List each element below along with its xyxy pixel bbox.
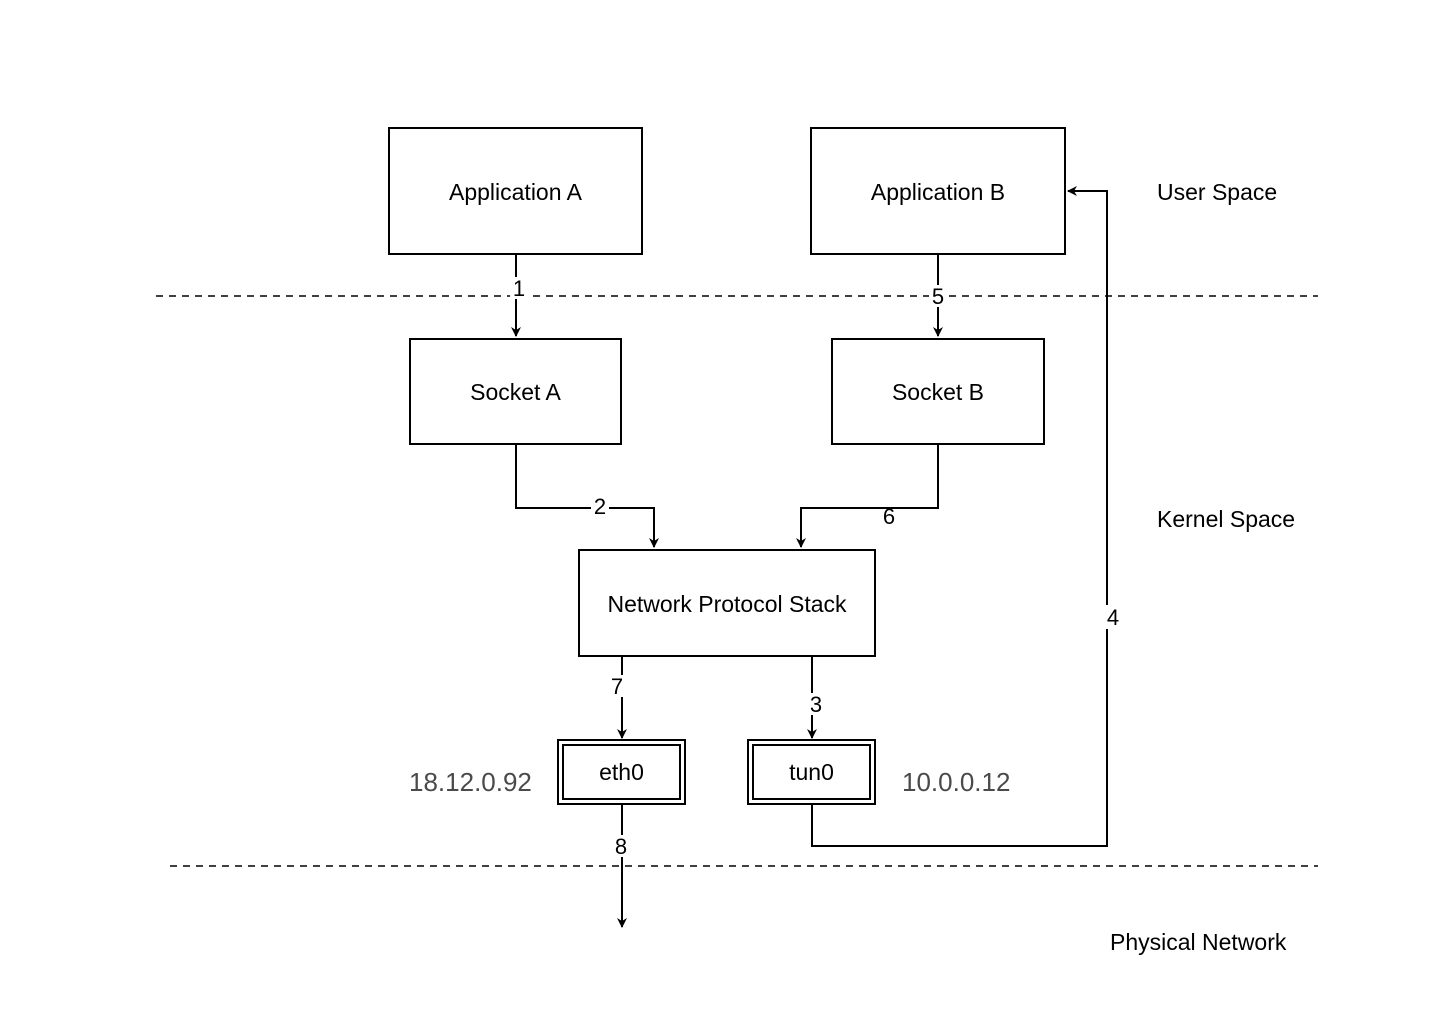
step-1-label: 1: [510, 276, 528, 301]
step-8-label: 8: [612, 834, 630, 859]
svg-text:2: 2: [594, 494, 606, 519]
svg-text:3: 3: [810, 692, 822, 717]
svg-text:6: 6: [883, 504, 895, 529]
socket-a-label: Socket A: [470, 379, 561, 405]
tun0-ip-address: 10.0.0.12: [902, 767, 1010, 797]
physical-network-label: Physical Network: [1110, 929, 1287, 955]
network-protocol-stack-label: Network Protocol Stack: [607, 591, 847, 617]
edge-4-tun0-to-app-b: [811, 186, 1108, 847]
edge-2-socket-a-to-stack: [515, 445, 659, 548]
socket-a-node: Socket A: [409, 338, 622, 445]
socket-b-node: Socket B: [831, 338, 1045, 445]
eth0-interface-node: eth0: [557, 739, 686, 805]
step-6-label: 6: [883, 504, 895, 529]
network-protocol-stack-node: Network Protocol Stack: [578, 549, 876, 657]
step-7-label: 7: [608, 674, 626, 699]
application-a-label: Application A: [449, 179, 583, 205]
socket-b-label: Socket B: [892, 379, 984, 405]
step-2-label: 2: [591, 494, 609, 519]
step-3-label: 3: [807, 692, 825, 717]
kernel-space-label: Kernel Space: [1157, 506, 1295, 532]
svg-text:1: 1: [513, 276, 525, 301]
edge-6-socket-b-to-stack: [796, 445, 939, 548]
svg-text:8: 8: [615, 834, 627, 859]
eth0-label: eth0: [599, 759, 644, 785]
svg-text:4: 4: [1107, 605, 1119, 630]
eth0-ip-address: 18.12.0.92: [409, 767, 532, 797]
application-b-node: Application B: [810, 127, 1066, 255]
application-a-node: Application A: [388, 127, 643, 255]
step-5-label: 5: [929, 284, 947, 309]
tun0-label: tun0: [789, 759, 834, 785]
step-4-label: 4: [1104, 605, 1122, 630]
svg-text:5: 5: [932, 284, 944, 309]
svg-text:7: 7: [611, 674, 623, 699]
application-b-label: Application B: [871, 179, 1005, 205]
user-space-label: User Space: [1157, 179, 1277, 205]
tun0-interface-node: tun0: [747, 739, 876, 805]
